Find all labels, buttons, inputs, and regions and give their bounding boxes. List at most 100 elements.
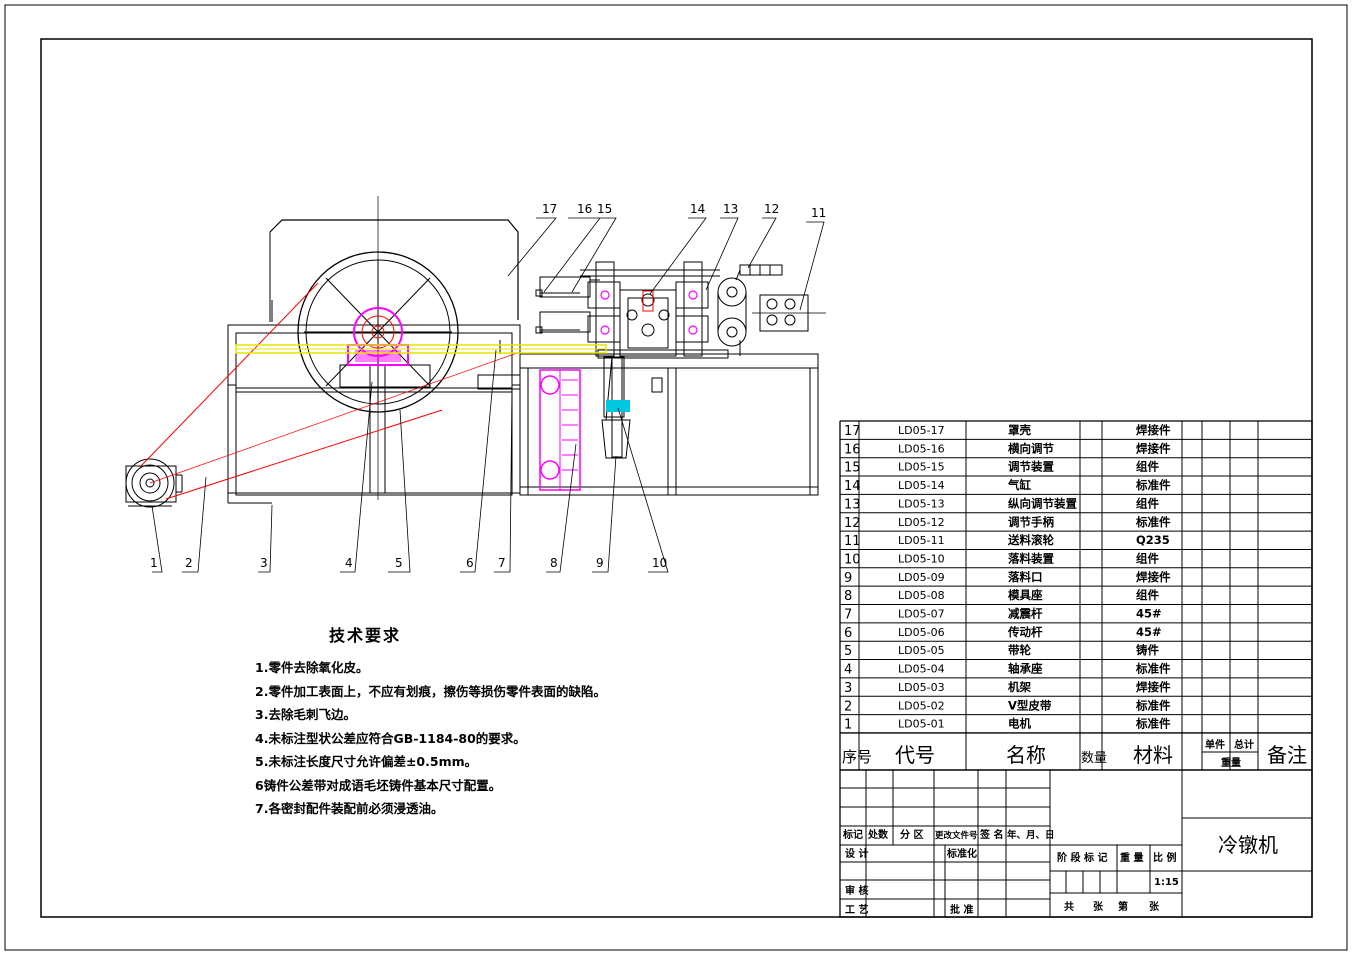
bom-row-material: 组件 bbox=[1136, 588, 1159, 602]
outer-border bbox=[4, 4, 1348, 951]
bom-row-no: 3 bbox=[844, 681, 852, 696]
bom-row-material: 焊接件 bbox=[1136, 423, 1171, 437]
balloon-14: 14 bbox=[690, 202, 705, 216]
bom-row-material: 组件 bbox=[1136, 551, 1159, 565]
bom-header-no: 序号 bbox=[842, 748, 872, 766]
balloon-6: 6 bbox=[466, 556, 474, 570]
bom-row-material: 标准件 bbox=[1135, 698, 1171, 712]
label-shenhe: 审 核 bbox=[845, 884, 868, 897]
bom-header-code: 代号 bbox=[895, 743, 935, 767]
bom-row-name: 传动杆 bbox=[1007, 625, 1043, 639]
bom-row-material: 焊接件 bbox=[1136, 441, 1171, 455]
balloon-15: 15 bbox=[597, 202, 612, 216]
balloon-2: 2 bbox=[185, 556, 193, 570]
balloon-11: 11 bbox=[811, 206, 826, 220]
bom-row-name: 送料滚轮 bbox=[1007, 533, 1054, 547]
bom-row-name: 纵向调节装置 bbox=[1008, 496, 1077, 510]
label-zhang1: 张 bbox=[1093, 900, 1104, 913]
bom-header-weight: 重量 bbox=[1221, 756, 1241, 769]
bom-row-name: 横向调节 bbox=[1008, 441, 1054, 455]
bom-row-code: LD05-09 bbox=[898, 571, 945, 584]
bom-row-code: LD05-17 bbox=[898, 424, 945, 437]
bom-row-no: 9 bbox=[844, 571, 852, 586]
tech-item-2: 2.零件加工表面上，不应有划痕，擦伤等损伤零件表面的缺陷。 bbox=[255, 683, 606, 699]
balloon-5: 5 bbox=[395, 556, 403, 570]
label-pizhun: 批 准 bbox=[950, 903, 973, 916]
bom-row-no: 10 bbox=[844, 552, 861, 567]
bom-row-code: LD05-16 bbox=[898, 442, 945, 455]
leader-lines bbox=[151, 217, 825, 573]
balloon-17: 17 bbox=[542, 202, 557, 216]
bom-row-name: 带轮 bbox=[1008, 643, 1031, 657]
bom-row-code: LD05-08 bbox=[898, 589, 945, 602]
label-zhongliang: 重 量 bbox=[1120, 851, 1143, 864]
balloon-1: 1 bbox=[150, 556, 158, 570]
balloon-13: 13 bbox=[723, 202, 738, 216]
bom-row-no: 5 bbox=[844, 644, 852, 659]
label-fenqu: 分 区 bbox=[900, 828, 923, 841]
label-biaozhunhua: 标准化 bbox=[946, 847, 977, 860]
bom-row-material: 组件 bbox=[1136, 460, 1159, 474]
bom-row-no: 1 bbox=[844, 718, 852, 733]
balloon-12: 12 bbox=[764, 202, 779, 216]
balloon-4: 4 bbox=[345, 556, 353, 570]
tech-item-4: 4.未标注型状公差应符合GB-1184-80的要求。 bbox=[255, 730, 526, 746]
bom-row-code: LD05-01 bbox=[898, 718, 945, 731]
label-di: 第 bbox=[1118, 900, 1128, 913]
bom-row-code: LD05-11 bbox=[898, 534, 945, 547]
balloon-9: 9 bbox=[596, 556, 604, 570]
bom-row-material: 焊接件 bbox=[1136, 680, 1171, 694]
bom-row-code: LD05-03 bbox=[898, 681, 945, 694]
label-riqi: 年、月、日 bbox=[1007, 829, 1055, 841]
bom-row-material: 标准件 bbox=[1135, 717, 1171, 731]
bom-row-code: LD05-12 bbox=[898, 516, 945, 529]
bom-row-no: 14 bbox=[844, 479, 861, 494]
tech-item-5: 5.未标注长度尺寸允许偏差±0.5mm。 bbox=[255, 754, 478, 769]
title-block bbox=[839, 769, 1313, 918]
label-zhang2: 张 bbox=[1149, 900, 1160, 913]
bom-row-no: 16 bbox=[844, 442, 861, 457]
bom-row-no: 13 bbox=[844, 497, 861, 512]
bom-row-name: 落料装置 bbox=[1008, 551, 1054, 565]
machine-assembly bbox=[125, 196, 826, 508]
bom-row-name: 减震杆 bbox=[1008, 607, 1043, 621]
tech-title: 技术要求 bbox=[329, 626, 402, 645]
bom-row-material: 焊接件 bbox=[1136, 570, 1171, 584]
bom-row-no: 17 bbox=[844, 424, 861, 439]
bom-row-code: LD05-07 bbox=[898, 608, 945, 621]
bom-row-material: 铸件 bbox=[1136, 643, 1159, 657]
bom-row-name: 罩壳 bbox=[1008, 423, 1031, 437]
bom-row-material: 45# bbox=[1136, 625, 1162, 639]
bom-row-name: 轴承座 bbox=[1008, 662, 1043, 676]
label-jieduan: 阶 段 标 记 bbox=[1057, 851, 1107, 864]
label-chushu: 处数 bbox=[867, 828, 889, 841]
bom-row-material: Q235 bbox=[1136, 533, 1170, 547]
bom-row-code: LD05-14 bbox=[898, 479, 945, 492]
bom-row-no: 15 bbox=[844, 461, 861, 476]
bom-row-name: 落料口 bbox=[1008, 570, 1043, 584]
bom-row-name: 调节装置 bbox=[1008, 460, 1054, 474]
label-wenjian: 更改文件号 bbox=[935, 830, 978, 841]
bom-row-code: LD05-15 bbox=[898, 461, 945, 474]
bom-row-no: 11 bbox=[844, 534, 861, 549]
bom-header-qty: 数量 bbox=[1081, 751, 1107, 766]
bom-header-total: 总计 bbox=[1234, 738, 1254, 751]
bom-row-name: V型皮带 bbox=[1008, 698, 1052, 712]
bom-row-name: 电机 bbox=[1008, 717, 1031, 731]
bom-row-code: LD05-10 bbox=[898, 552, 945, 565]
bom-row-material: 标准件 bbox=[1135, 515, 1171, 529]
balloon-8: 8 bbox=[550, 556, 558, 570]
balloon-10: 10 bbox=[652, 556, 667, 570]
label-qianming: 签 名 bbox=[979, 828, 1003, 841]
tech-item-3: 3.去除毛刺飞边。 bbox=[255, 707, 356, 722]
bom-row-no: 7 bbox=[844, 608, 852, 623]
bom-header-note: 备注 bbox=[1267, 743, 1307, 767]
bom-row-material: 标准件 bbox=[1135, 478, 1171, 492]
bom-row-code: LD05-02 bbox=[898, 699, 945, 712]
balloon-7: 7 bbox=[498, 556, 506, 570]
bom-row-code: LD05-06 bbox=[898, 626, 945, 639]
bom-row-name: 模具座 bbox=[1008, 588, 1043, 602]
bom-row-code: LD05-04 bbox=[898, 663, 945, 676]
bom-row-name: 气缸 bbox=[1007, 478, 1031, 492]
